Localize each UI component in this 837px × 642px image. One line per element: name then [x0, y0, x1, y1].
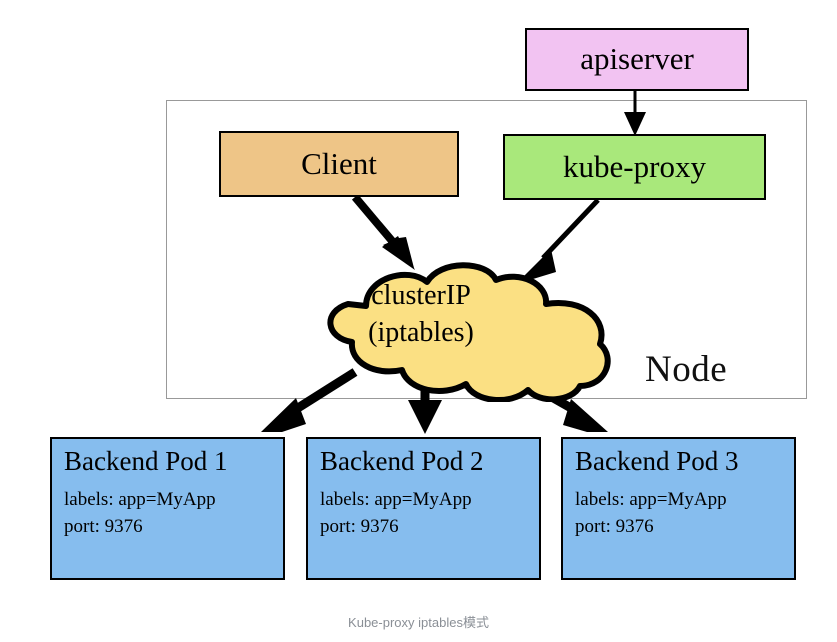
pod-title: Backend Pod 1 [64, 446, 228, 476]
pod-port: port: 9376 [320, 515, 399, 537]
client-label: Client [301, 145, 377, 181]
pod-port: port: 9376 [64, 515, 143, 537]
backend-pod-1[interactable]: Backend Pod 1 labels: app=MyApp port: 93… [50, 437, 285, 580]
pod-title: Backend Pod 3 [575, 446, 739, 476]
cloud-shape-icon [327, 262, 611, 402]
pod-labels: labels: app=MyApp [64, 488, 216, 510]
kube-proxy-label: kube-proxy [563, 148, 706, 184]
figure-caption: Kube-proxy iptables模式 [348, 615, 489, 630]
clusterip-cloud-node[interactable]: clusterIP (iptables) [296, 262, 626, 402]
pod-title: Backend Pod 2 [320, 446, 484, 476]
client-node[interactable]: Client [219, 131, 459, 197]
backend-pod-2[interactable]: Backend Pod 2 labels: app=MyApp port: 93… [306, 437, 541, 580]
node-label: Node [645, 349, 728, 390]
kube-proxy-node[interactable]: kube-proxy [503, 134, 766, 200]
pod-labels: labels: app=MyApp [575, 488, 727, 510]
backend-pod-3[interactable]: Backend Pod 3 labels: app=MyApp port: 93… [561, 437, 796, 580]
apiserver-label: apiserver [580, 41, 694, 77]
apiserver-node[interactable]: apiserver [525, 28, 749, 91]
pod-port: port: 9376 [575, 515, 654, 537]
pod-labels: labels: app=MyApp [320, 488, 472, 510]
